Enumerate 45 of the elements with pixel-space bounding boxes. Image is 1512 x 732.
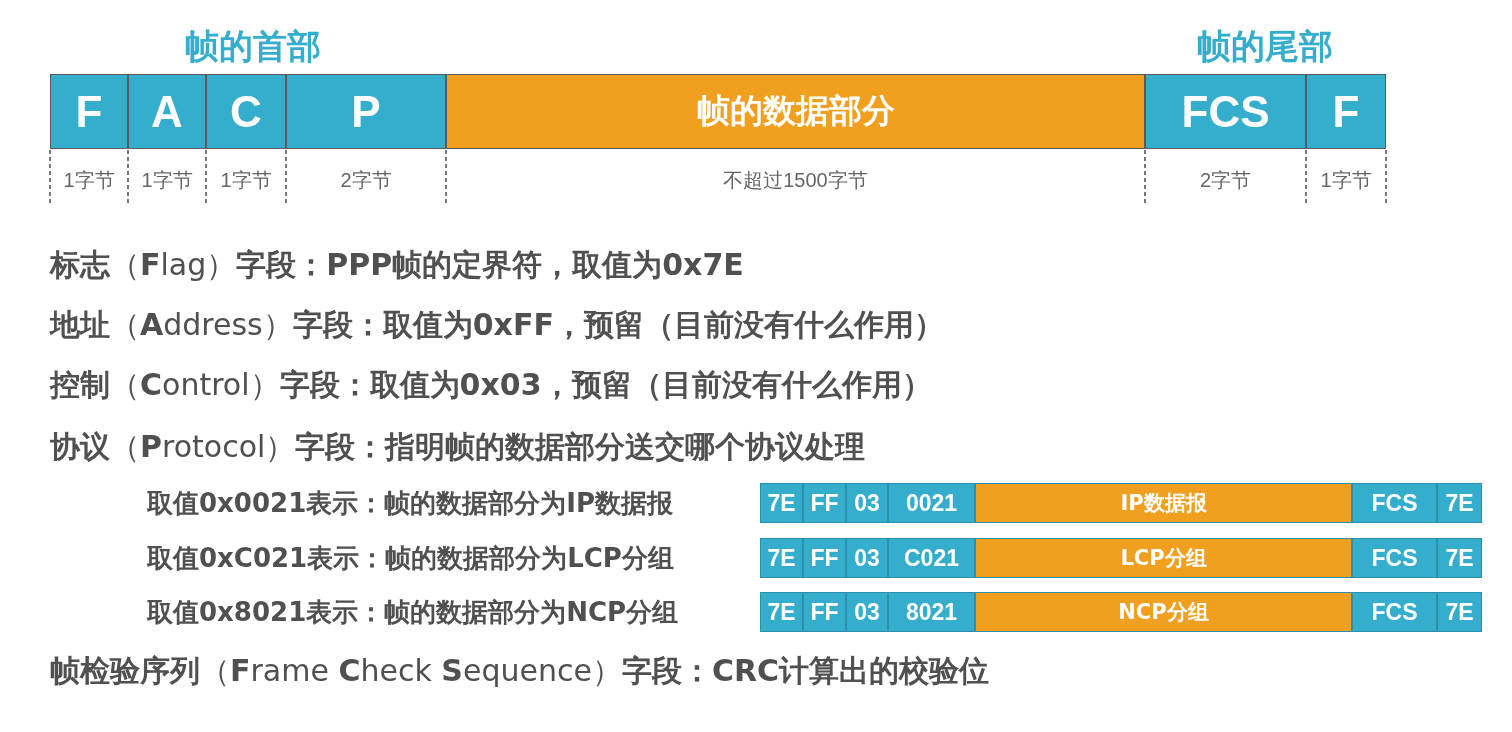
protocol-value-note: 取值0x0021表示：帧的数据部分为IP数据报 bbox=[147, 486, 673, 520]
example-frame-field: 7E bbox=[760, 538, 803, 578]
example-frame-field: IP数据报 bbox=[975, 483, 1352, 523]
example-frame-field: 0021 bbox=[888, 483, 975, 523]
frame-field: A bbox=[128, 74, 206, 149]
example-frame-field: 03 bbox=[846, 592, 888, 632]
example-frame-field: FF bbox=[803, 538, 846, 578]
example-frame-field: 7E bbox=[1437, 592, 1482, 632]
section-heading: 帧的尾部 bbox=[1197, 25, 1333, 68]
byte-count: 不超过1500字节 bbox=[723, 167, 868, 193]
frame-field: C bbox=[206, 74, 286, 149]
example-frame-field: FCS bbox=[1352, 538, 1437, 578]
example-frame-field: C021 bbox=[888, 538, 975, 578]
example-frame-field: 7E bbox=[1437, 483, 1482, 523]
byte-count: 1字节 bbox=[220, 167, 272, 193]
example-frame-field: NCP分组 bbox=[975, 592, 1352, 632]
byte-count: 2字节 bbox=[1199, 167, 1252, 193]
frame-field: F bbox=[1306, 74, 1386, 149]
protocol-value-note: 取值0xC021表示：帧的数据部分为LCP分组 bbox=[147, 541, 674, 575]
frame-field: P bbox=[286, 74, 446, 149]
example-frame-field: FF bbox=[803, 592, 846, 632]
field-description: 控制（Control）字段：取值为0x03，预留（目前没有什么作用） bbox=[50, 365, 932, 404]
example-frame-field: LCP分组 bbox=[975, 538, 1352, 578]
field-description: 帧检验序列（Frame Check Sequence）字段：CRC计算出的校验位 bbox=[50, 651, 990, 690]
field-description: 标志（Flag）字段：PPP帧的定界符，取值为0x7E bbox=[50, 245, 744, 284]
section-heading: 帧的首部 bbox=[185, 25, 321, 68]
frame-field: F bbox=[50, 74, 128, 149]
byte-count: 1字节 bbox=[63, 167, 115, 193]
example-frame-field: 7E bbox=[760, 592, 803, 632]
byte-count: 1字节 bbox=[141, 167, 193, 193]
example-frame-field: 7E bbox=[1437, 538, 1482, 578]
field-description: 地址（Address）字段：取值为0xFF，预留（目前没有什么作用） bbox=[50, 305, 944, 344]
example-frame-field: 03 bbox=[846, 483, 888, 523]
byte-count: 1字节 bbox=[1320, 167, 1372, 193]
example-frame-field: 7E bbox=[760, 483, 803, 523]
field-description: 协议（Protocol）字段：指明帧的数据部分送交哪个协议处理 bbox=[50, 427, 866, 466]
byte-count: 2字节 bbox=[340, 167, 392, 193]
frame-field: 帧的数据部分 bbox=[446, 74, 1145, 149]
example-frame-field: FCS bbox=[1352, 592, 1437, 632]
example-frame-field: FCS bbox=[1352, 483, 1437, 523]
example-frame-field: FF bbox=[803, 483, 846, 523]
example-frame-field: 03 bbox=[846, 538, 888, 578]
frame-field: FCS bbox=[1145, 74, 1306, 149]
example-frame-field: 8021 bbox=[888, 592, 975, 632]
protocol-value-note: 取值0x8021表示：帧的数据部分为NCP分组 bbox=[147, 595, 679, 629]
